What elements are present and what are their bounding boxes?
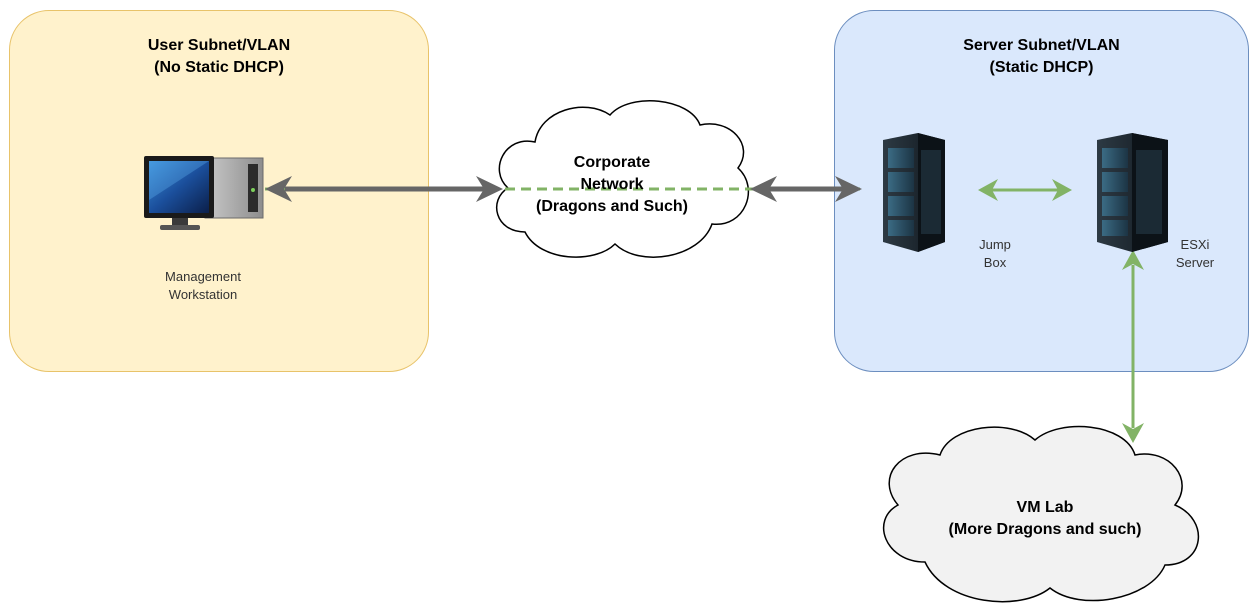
corporate-network-line2: Network (580, 176, 644, 193)
vm-lab-line2: (More Dragons and such) (948, 521, 1142, 538)
jump-box-label: Jump Box (965, 236, 1025, 272)
arrow-esxi-to-vmlab (1122, 250, 1144, 443)
user-zone-title: User Subnet/VLAN (147, 37, 291, 54)
vm-lab-line1: VM Lab (1016, 499, 1074, 516)
corporate-network-label: Corporate Network (Dragons and Such) (497, 152, 727, 218)
user-zone-subtitle: (No Static DHCP) (154, 59, 284, 76)
jump-box-label-line2: Box (983, 255, 1007, 270)
jump-box-server-icon (883, 133, 945, 252)
corporate-network-line3: (Dragons and Such) (535, 198, 688, 215)
vm-lab-cloud (882, 425, 1200, 603)
vm-lab-label: VM Lab (More Dragons and such) (900, 497, 1190, 541)
esxi-label: ESXi Server (1165, 236, 1225, 272)
corporate-network-line1: Corporate (573, 154, 651, 171)
server-zone-title: Server Subnet/VLAN (963, 37, 1120, 54)
arrow-workstation-to-cloud (265, 176, 503, 202)
esxi-server-icon (1097, 133, 1168, 252)
esxi-label-line1: ESXi (1180, 237, 1210, 252)
corporate-network-cloud (495, 100, 749, 258)
workstation-label: Management Workstation (128, 268, 278, 304)
workstation-label-line1: Management (165, 269, 241, 284)
workstation-label-line2: Workstation (168, 287, 238, 302)
arrow-jumpbox-to-esxi (978, 179, 1072, 201)
arrow-cloud-to-jumpbox (750, 176, 862, 202)
workstation-icon (144, 156, 264, 230)
esxi-label-line2: Server (1175, 255, 1215, 270)
server-zone-subtitle: (Static DHCP) (989, 59, 1094, 76)
jump-box-label-line1: Jump (979, 237, 1011, 252)
